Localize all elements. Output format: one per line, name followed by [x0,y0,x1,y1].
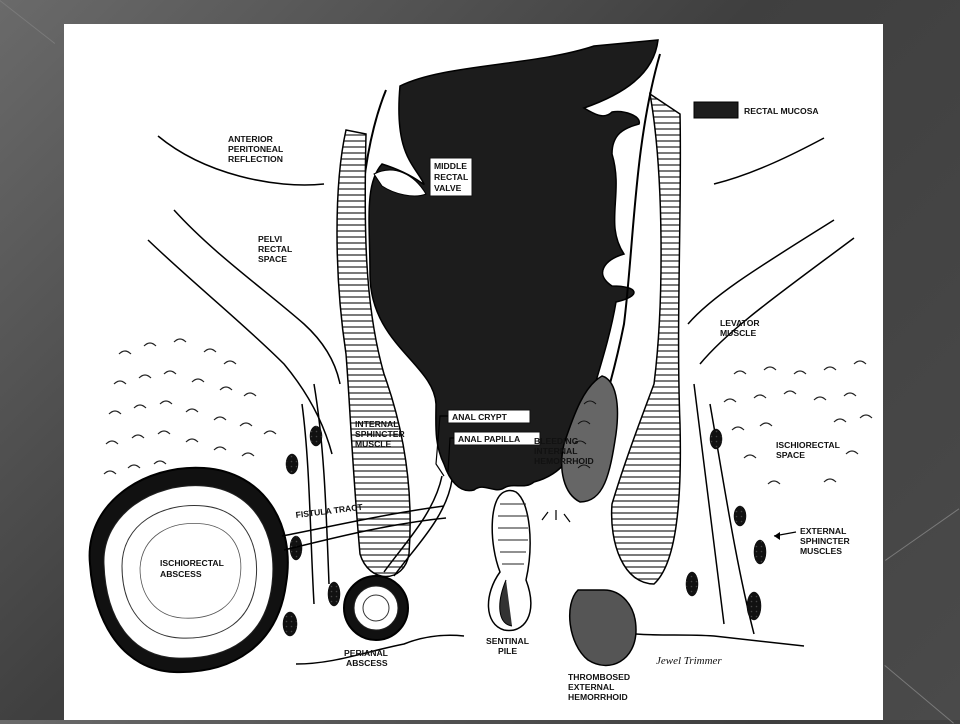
label-bleeding-2: INTERNAL [534,446,577,456]
label-sentinal-pile-1: SENTINAL [486,636,529,646]
right-internal-sphincter [610,92,682,585]
label-levator-1: LEVATOR [720,318,760,328]
label-pelvi-rectal-3: SPACE [258,254,287,264]
bleeding-drops [541,510,571,523]
label-middle-rectal-valve-2: RECTAL [434,172,468,182]
sentinal-pile [487,489,532,632]
label-anterior-peritoneal-1: ANTERIOR [228,134,274,144]
label-perianal-abscess-1: PERIANAL [344,648,388,658]
perianal-abscess [343,575,409,641]
right-external-sphincter-outer [693,383,725,625]
label-anterior-peritoneal-3: REFLECTION [228,154,283,164]
decor-line [884,665,954,724]
decor-line [885,508,960,561]
label-anterior-peritoneal-2: PERITONEAL [228,144,283,154]
left-perianal-skin-line [295,634,465,665]
right-peritoneal-line [713,137,825,185]
anorectal-anatomy-diagram: RECTAL MUCOSA MIDDLE RECTAL VALVE ANTERI… [88,39,873,702]
left-external-sphincter-outer [313,383,330,585]
artist-signature: Jewel Trimmer [656,655,722,667]
label-pelvi-rectal-2: RECTAL [258,244,292,254]
sentinal-pile-striations [498,503,528,565]
hemorrhoid-texture [573,400,597,469]
label-ischiorectal-space-2: SPACE [776,450,805,460]
label-thrombosed-2: EXTERNAL [568,682,614,692]
label-thrombosed-3: HEMORRHOID [568,692,628,702]
sentinal-pile-shadow [499,579,513,627]
label-middle-rectal-valve-3: VALVE [434,183,462,193]
label-thrombosed-1: THROMBOSED [568,672,630,682]
anterior-peritoneal-line [157,135,325,186]
middle-rectal-valve-label-box [429,157,473,197]
label-middle-rectal-valve-1: MIDDLE [434,161,467,171]
ischiorectal-fat-texture [103,338,873,485]
thrombosed-external-hemorrhoid [568,589,637,667]
label-internal-sphincter-3: MUSCLE [355,439,392,449]
label-anal-papilla: ANAL PAPILLA [458,434,520,444]
label-ischiorectal-space-1: ISCHIORECTAL [776,440,840,450]
fistula-tract [281,505,447,551]
ischiorectal-abscess [88,466,289,674]
slide-panel: RECTAL MUCOSA MIDDLE RECTAL VALVE ANTERI… [64,24,883,720]
label-perianal-abscess-2: ABSCESS [346,658,388,668]
label-fistula-tract: FISTULA TRACT [295,502,364,520]
label-external-sphincter-1: EXTERNAL [800,526,846,536]
label-external-sphincter-3: MUSCLES [800,546,842,556]
anal-papilla-leader [447,437,454,473]
label-levator-2: MUSCLE [720,328,757,338]
left-levator-bottom [147,239,333,455]
label-internal-sphincter-2: SPHINCTER [355,429,405,439]
label-ischiorectal-abscess-2: ABSCESS [160,569,202,579]
anal-crypt-leader [435,415,448,477]
external-sphincter-arrow-head [774,532,780,540]
label-ischiorectal-abscess-1: ISCHIORECTAL [160,558,224,568]
label-bleeding-1: BLEEDING [534,436,579,446]
right-levator-bottom [699,237,855,365]
label-external-sphincter-2: SPHINCTER [800,536,850,546]
label-internal-sphincter-1: INTERNAL [355,419,398,429]
left-external-sphincter-outer-2 [301,403,315,605]
label-bleeding-3: HEMORRHOID [534,456,594,466]
perianal-skin-line [635,633,805,647]
decor-line [0,0,56,44]
fistula-branch [383,475,453,577]
left-internal-sphincter [336,129,411,578]
left-levator-top [173,209,341,385]
label-sentinal-pile-2: PILE [498,646,517,656]
rectal-mucosa-swatch [693,101,739,119]
label-anal-crypt: ANAL CRYPT [452,412,508,422]
bleeding-internal-hemorrhoid [561,375,619,503]
label-pelvi-rectal-1: PELVI [258,234,282,244]
middle-rectal-valve [373,169,427,197]
label-rectal-mucosa: RECTAL MUCOSA [744,106,819,116]
right-levator-top [687,219,835,325]
